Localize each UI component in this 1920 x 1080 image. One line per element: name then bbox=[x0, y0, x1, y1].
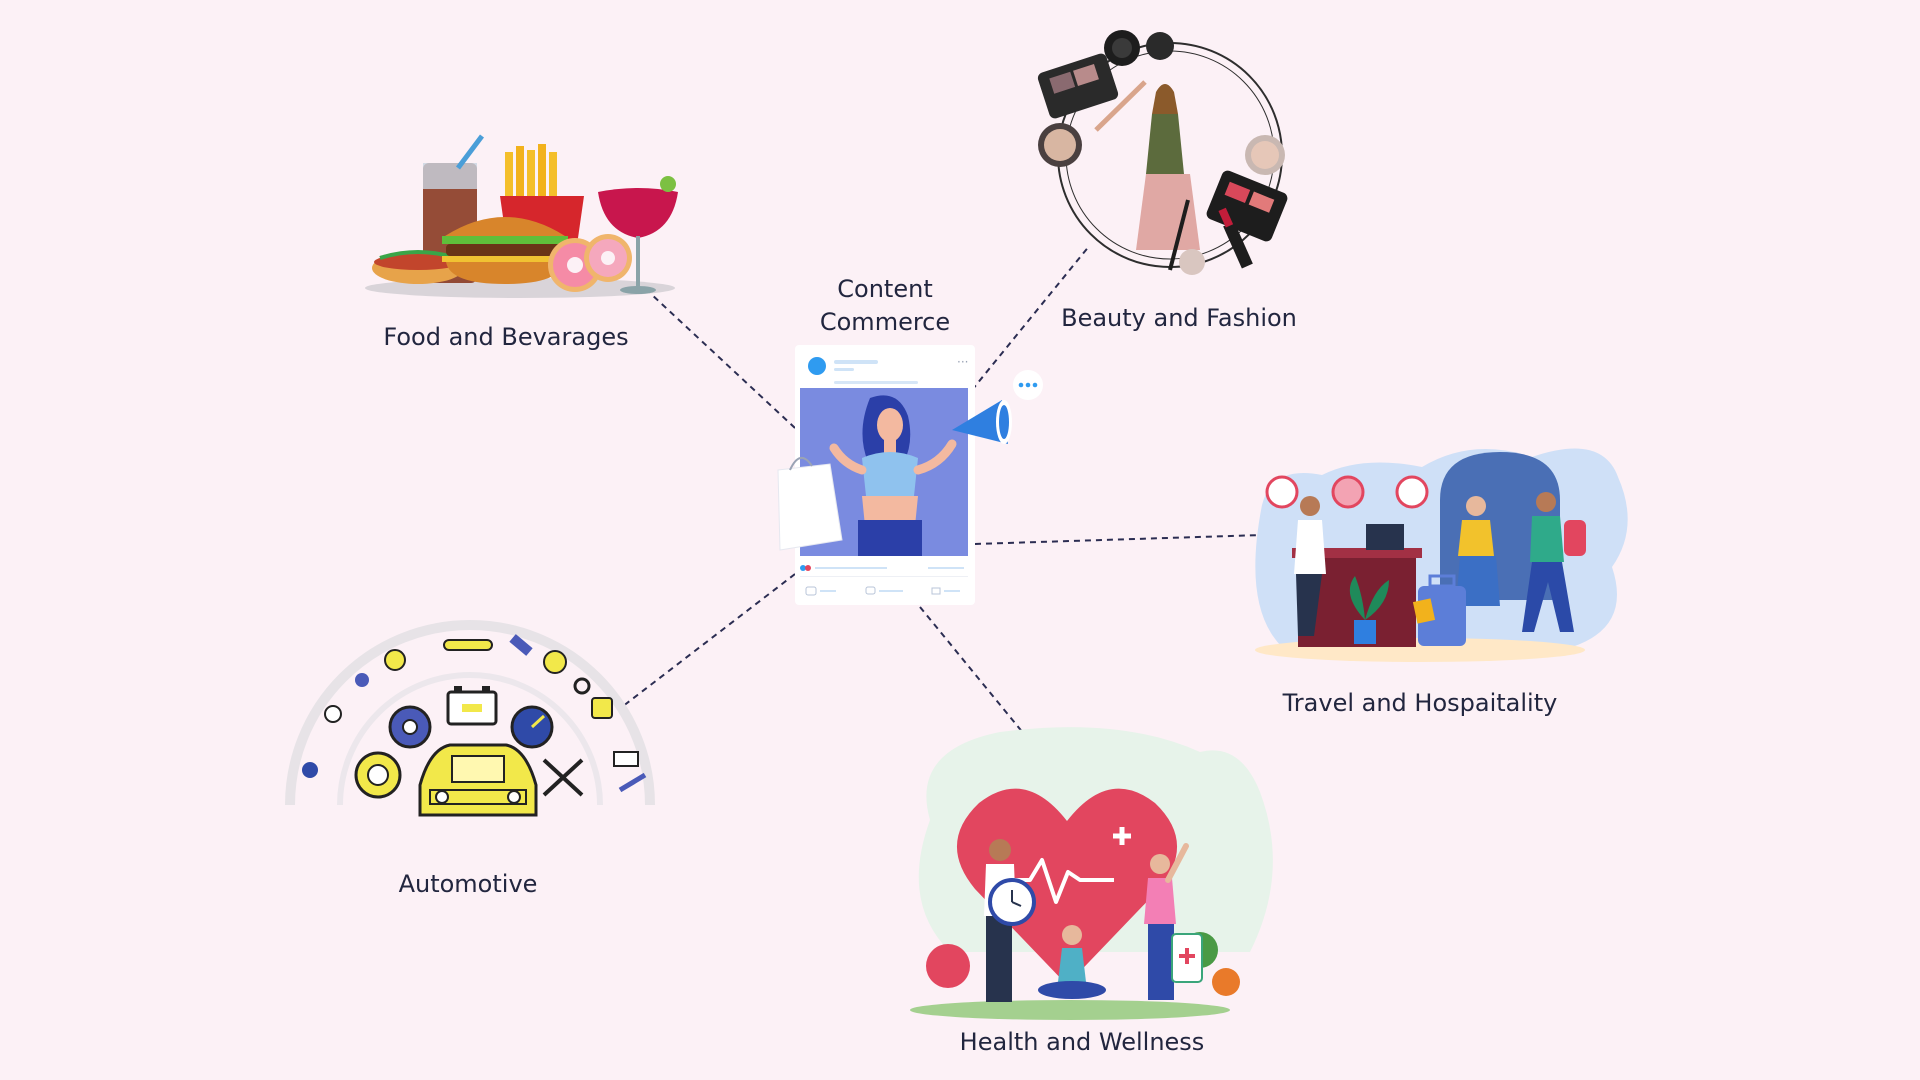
node-label-automotive: Automotive bbox=[398, 870, 538, 898]
node-label-beauty: Beauty and Fashion bbox=[1061, 304, 1297, 332]
connector-automotive bbox=[617, 573, 796, 711]
svg-text:···: ··· bbox=[957, 355, 968, 369]
connector-food bbox=[649, 292, 796, 429]
center-title: Content Commerce bbox=[820, 273, 950, 339]
connector-health bbox=[919, 606, 1079, 801]
connector-beauty bbox=[971, 244, 1091, 391]
node-label-food: Food and Bevarages bbox=[383, 323, 629, 351]
center-title-line2: Commerce bbox=[819, 308, 951, 336]
connector-travel bbox=[974, 534, 1263, 545]
node-label-travel: Travel and Hospaitality bbox=[1282, 689, 1558, 717]
center-title-line1: Content bbox=[837, 275, 933, 303]
node-label-health: Health and Wellness bbox=[959, 1028, 1205, 1056]
